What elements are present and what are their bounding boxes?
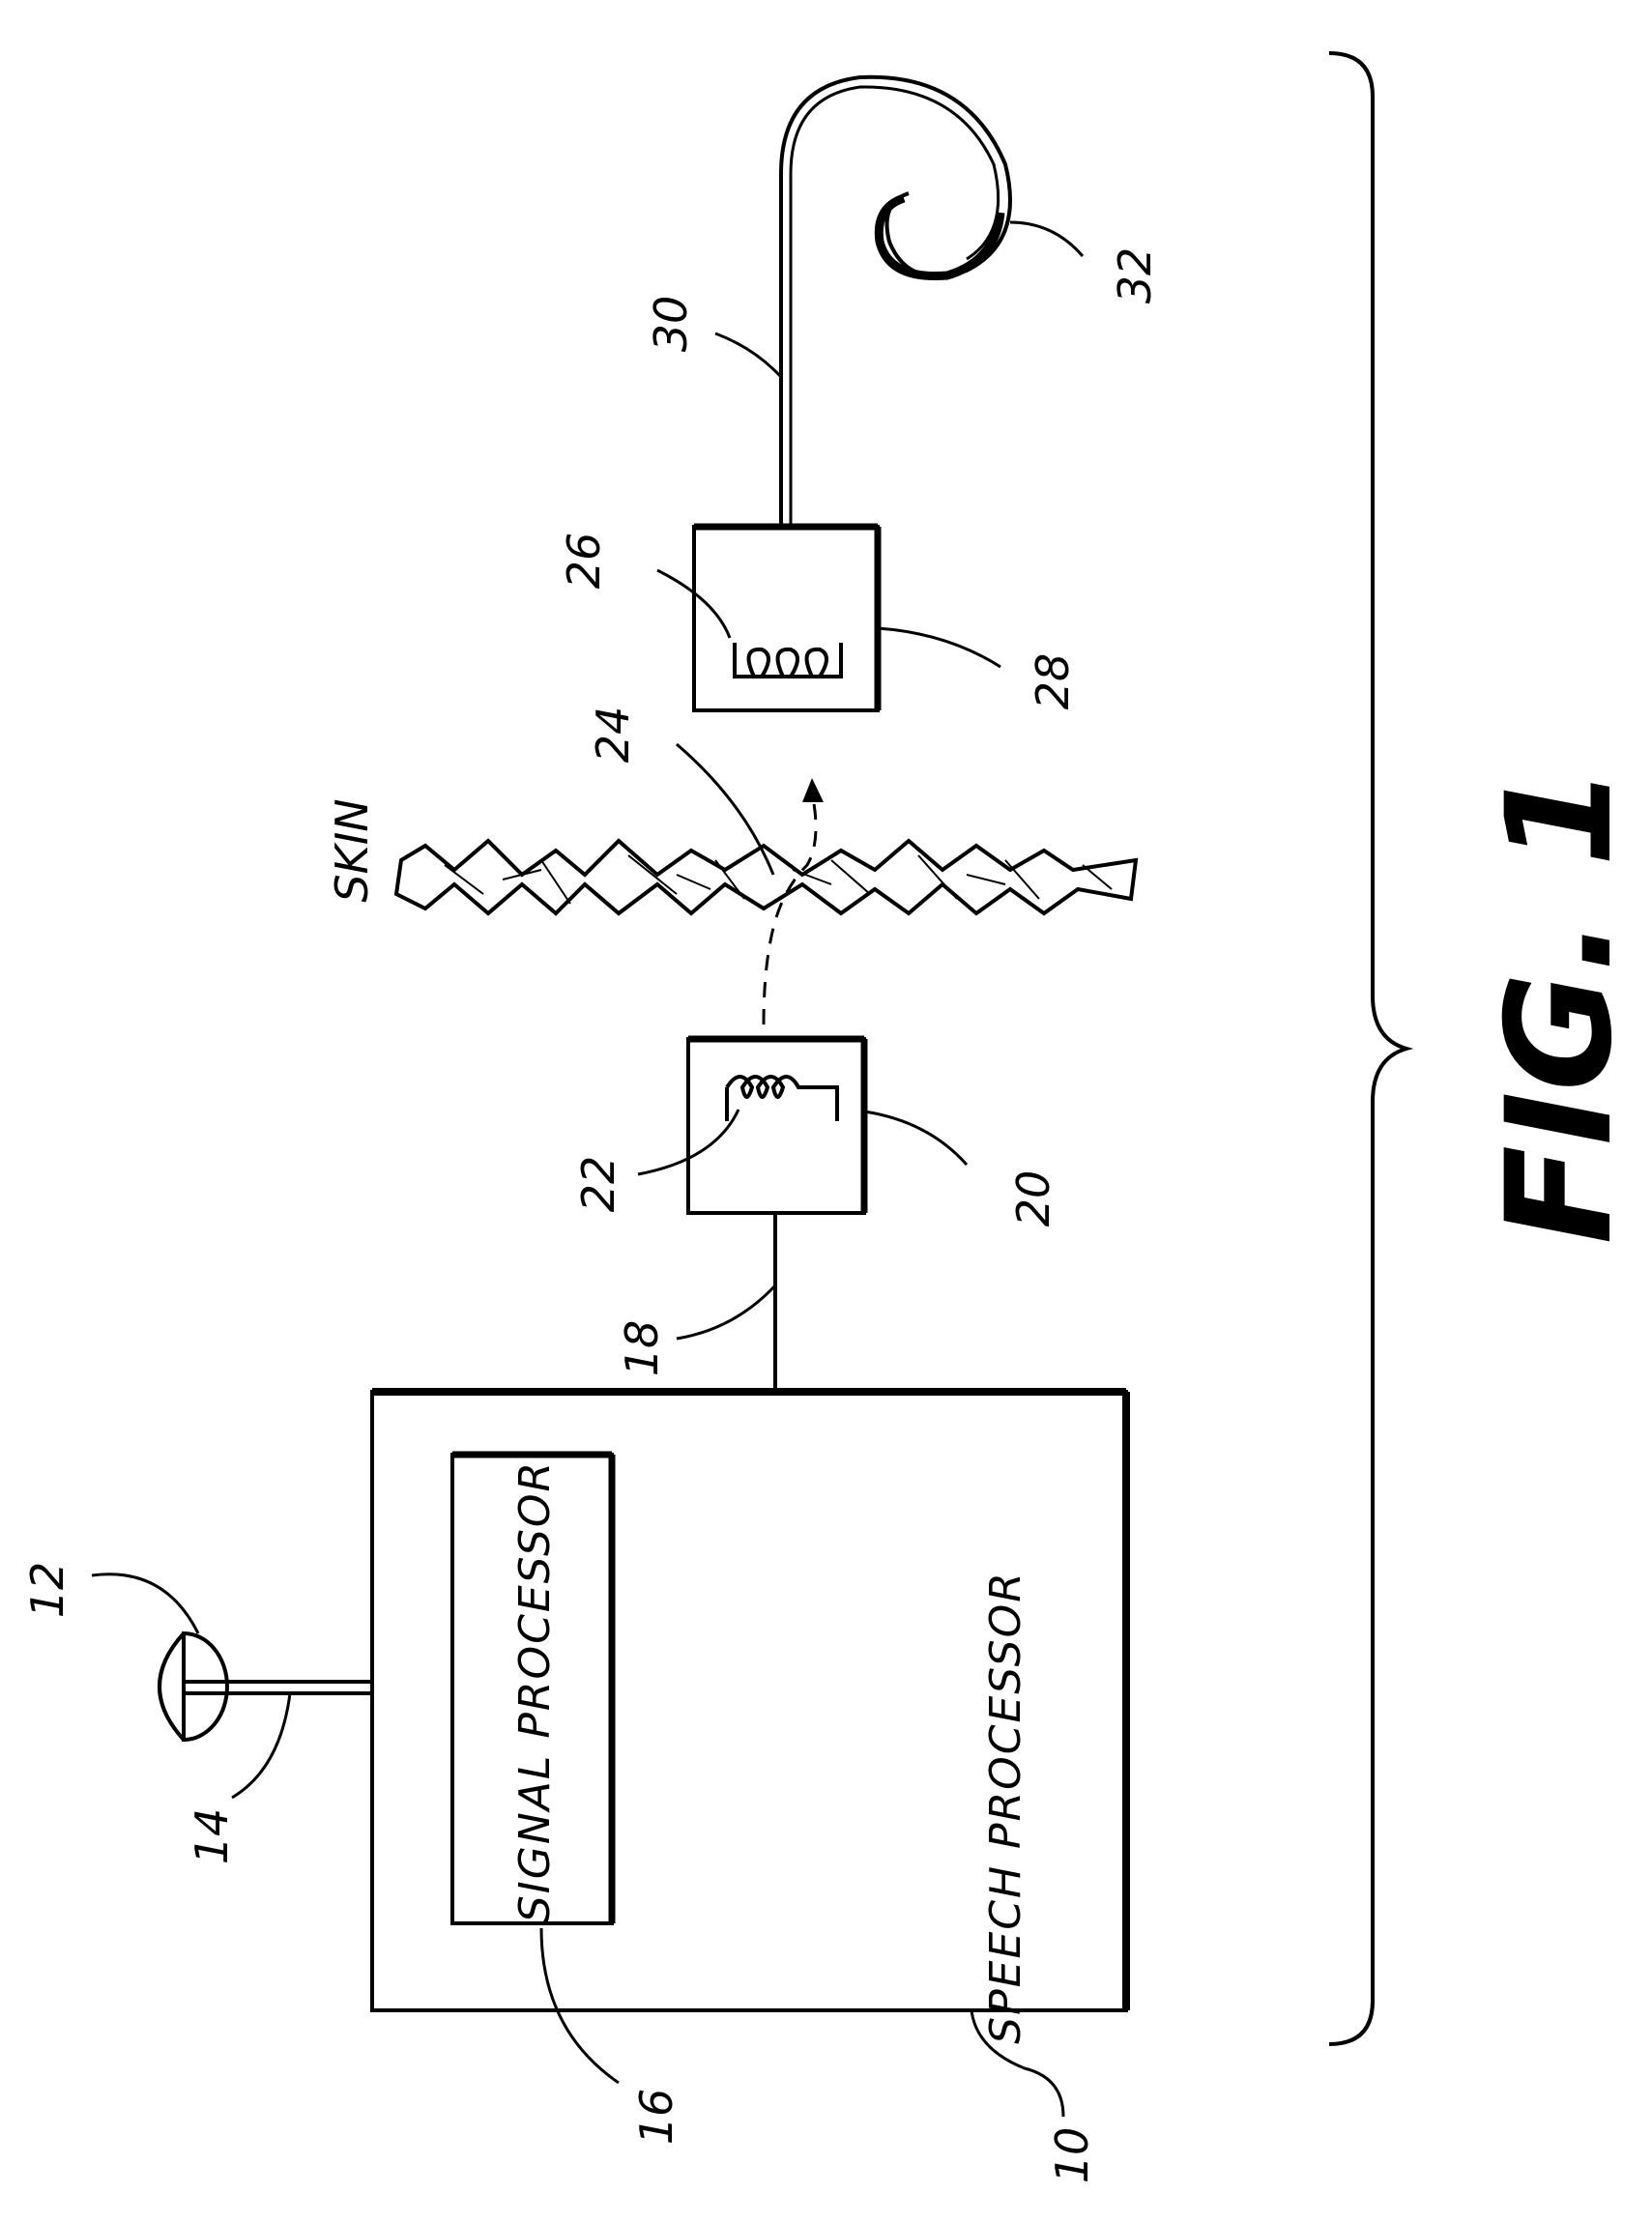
electrode-lead-30-inner	[791, 87, 999, 527]
skin-label: SKIN	[326, 798, 378, 902]
skin-layer: SKIN	[326, 798, 1136, 913]
ref-14: 14	[186, 1808, 238, 1865]
signal-processor-label: SIGNAL PROCESSOR	[510, 1460, 560, 1922]
coil-22	[727, 1077, 837, 1121]
ref-16: 16	[630, 2089, 682, 2146]
ref-26: 26	[558, 533, 610, 590]
electrode-lead-30	[781, 77, 1010, 527]
speech-processor-box: SPEECH PROCESSOR	[372, 1392, 1126, 2044]
implant-box	[694, 527, 878, 710]
external-headpiece-box	[688, 1039, 864, 1213]
ref-22: 22	[572, 1156, 624, 1213]
microphone	[159, 1633, 372, 1740]
ref-20: 20	[1007, 1170, 1059, 1227]
coil-26	[735, 643, 841, 677]
ref-32: 32	[1109, 247, 1161, 304]
signal-processor-box: SIGNAL PROCESSOR	[452, 1455, 612, 1923]
figure-title: FIG. 1	[1476, 766, 1644, 1245]
brace	[1329, 53, 1406, 2044]
arrow-head	[802, 778, 824, 802]
rf-link-24	[764, 793, 816, 1024]
electrode-array-32	[879, 198, 1000, 276]
ref-24: 24	[587, 707, 639, 764]
ref-18: 18	[616, 1320, 668, 1377]
ref-30: 30	[645, 296, 697, 353]
ref-12: 12	[21, 1562, 73, 1619]
ref-28: 28	[1027, 653, 1079, 710]
speech-processor-label: SPEECH PROCESSOR	[981, 1571, 1030, 2044]
ref-10: 10	[1046, 2127, 1098, 2184]
